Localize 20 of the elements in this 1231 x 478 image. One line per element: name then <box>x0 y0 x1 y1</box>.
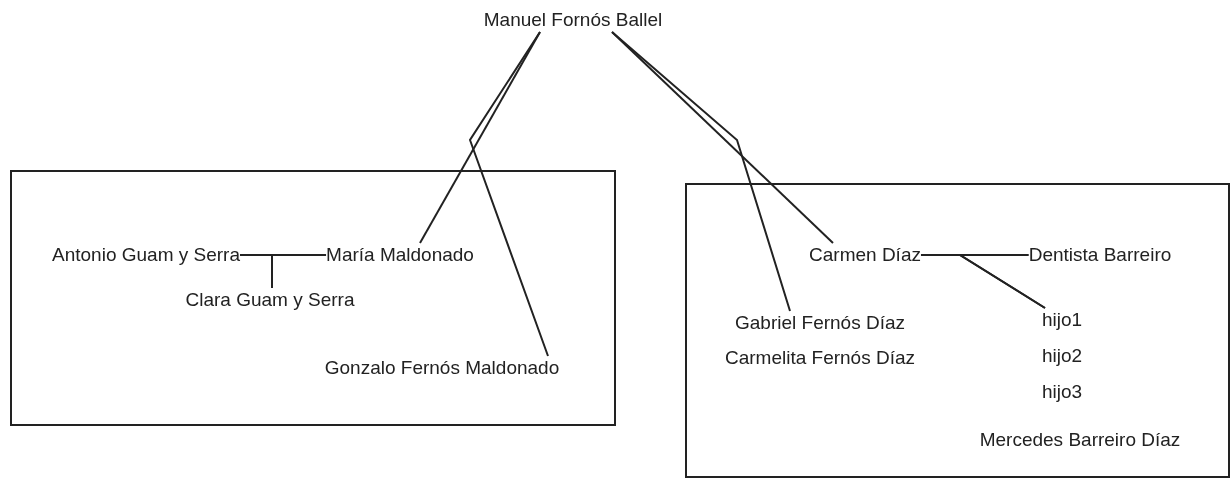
person-name: hijo1 <box>1041 308 1083 332</box>
person-name: Mercedes Barreiro Díaz <box>979 428 1181 452</box>
connector-line <box>468 31 549 357</box>
connector-line <box>956 254 1046 309</box>
person-name: Carmelita Fernós Díaz <box>724 346 916 370</box>
person-name: Manuel Fornós Ballel <box>483 8 663 32</box>
family-box <box>685 183 1230 478</box>
family-box <box>10 170 616 426</box>
connector-line <box>611 31 791 312</box>
person-name: Gabriel Fernós Díaz <box>735 311 905 335</box>
connector-line <box>611 31 834 244</box>
person-name: María Maldonado <box>326 243 474 267</box>
person-name: hijo3 <box>1041 380 1083 404</box>
person-name: Gonzalo Fernós Maldonado <box>324 356 560 380</box>
person-name: Antonio Guam y Serra <box>52 243 240 267</box>
person-name: Dentista Barreiro <box>1028 243 1172 267</box>
person-name: Clara Guam y Serra <box>185 288 355 312</box>
person-name: hijo2 <box>1041 344 1083 368</box>
person-name: Carmen Díaz <box>809 243 921 267</box>
connector-line <box>271 254 328 289</box>
